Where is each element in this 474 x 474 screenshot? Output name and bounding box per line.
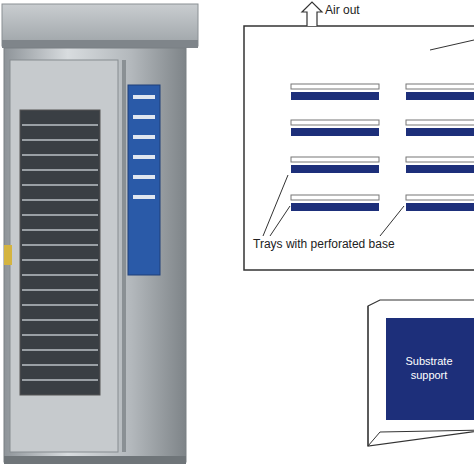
substrate-tray <box>368 300 474 446</box>
oven-chamber <box>244 2 474 270</box>
node-text: Substrate support <box>388 355 470 383</box>
tray <box>291 84 474 211</box>
air-flow-label: Air out <box>325 4 360 17</box>
rack-oven-photo <box>2 4 198 464</box>
part-label: Trays with perforated base <box>253 238 395 251</box>
substrate-support: Substrate support <box>388 320 470 418</box>
leader-line <box>263 40 474 236</box>
